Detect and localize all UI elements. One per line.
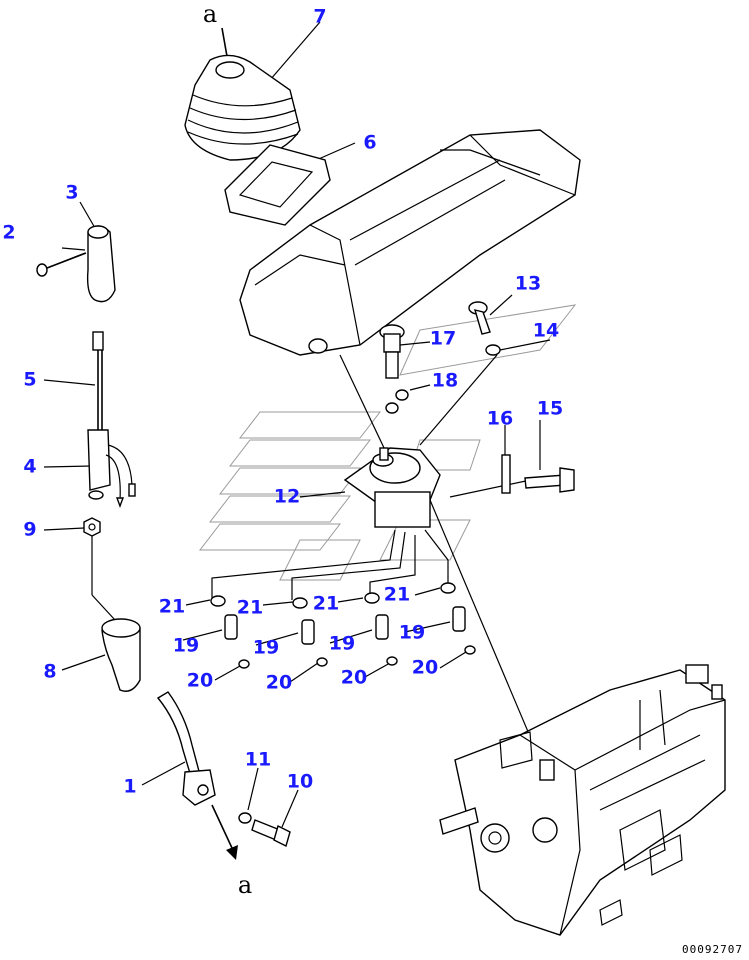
sleeve-part [101, 618, 141, 692]
callout-1: 1 [123, 775, 137, 798]
callout-21-c: 21 [312, 592, 340, 615]
callout-8: 8 [43, 660, 57, 683]
leader-lines [41, 21, 551, 860]
console-cover [239, 129, 581, 356]
washer-part [238, 812, 252, 824]
harness-part [87, 331, 136, 508]
bolt-13-part [468, 301, 491, 335]
fitting-17-part [379, 324, 405, 379]
clip-16-part [501, 454, 511, 494]
callout-19-c: 19 [328, 632, 356, 655]
callout-3: 3 [65, 181, 79, 204]
callout-20-d: 20 [411, 656, 439, 679]
callout-16: 16 [486, 407, 514, 430]
screw-part [36, 252, 87, 277]
callout-6: 6 [363, 131, 377, 154]
callout-20-b: 20 [265, 671, 293, 694]
callout-7: 7 [313, 5, 327, 28]
bolt-part [251, 819, 291, 848]
callout-13: 13 [514, 272, 542, 295]
grip-part [86, 225, 116, 303]
callout-20-c: 20 [340, 666, 368, 689]
callout-14: 14 [532, 319, 560, 342]
ref-letter-top: a [202, 0, 218, 28]
callout-2: 2 [2, 221, 16, 244]
drawing-code: 00092707 [682, 943, 743, 956]
callout-18: 18 [431, 369, 459, 392]
nut-part [83, 517, 101, 537]
console-frame [439, 664, 726, 936]
callout-10: 10 [286, 770, 314, 793]
ref-letter-bottom: a [237, 871, 253, 899]
callout-15: 15 [536, 397, 564, 420]
lever-part [156, 691, 216, 806]
oring-18-part [385, 389, 409, 414]
callout-20-a: 20 [186, 669, 214, 692]
oring-20-parts [238, 645, 476, 669]
bolt-15-part [524, 467, 575, 493]
callout-4: 4 [23, 455, 37, 478]
callout-21-a: 21 [158, 595, 186, 618]
washer-14-part [485, 344, 501, 356]
seal-21-parts [210, 582, 456, 609]
callout-21-b: 21 [236, 596, 264, 619]
callout-5: 5 [23, 368, 37, 391]
pilot-valve-part [343, 447, 441, 528]
callout-21-d: 21 [383, 583, 411, 606]
bezel-part [224, 144, 331, 226]
callout-9: 9 [23, 518, 37, 541]
callout-19-a: 19 [172, 634, 200, 657]
callout-19-d: 19 [398, 621, 426, 644]
callout-19-b: 19 [252, 636, 280, 659]
boot-part [184, 54, 301, 161]
callout-12: 12 [273, 485, 301, 508]
callout-17: 17 [429, 327, 457, 350]
fitting-19-parts [224, 606, 466, 645]
callout-11: 11 [244, 748, 272, 771]
